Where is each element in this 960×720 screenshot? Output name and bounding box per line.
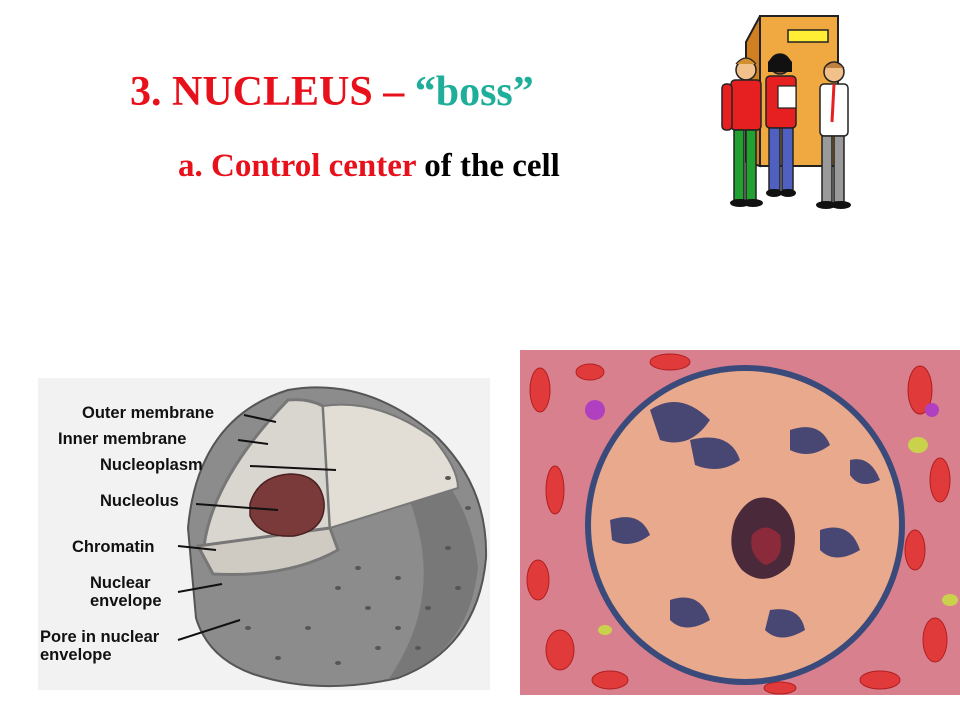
label-nucleoplasm: Nucleoplasm <box>100 456 203 474</box>
nucleus-cutaway-drawing <box>177 386 488 688</box>
point-a: a. Control center of the cell <box>178 148 560 185</box>
point-a-emphasis: Control center <box>211 148 416 184</box>
label-nuclear-envelope-line1: Nuclear <box>90 574 151 592</box>
office-staff-clipart <box>721 15 851 209</box>
point-a-marker: a. <box>178 148 203 184</box>
label-inner-membrane: Inner membrane <box>58 430 187 448</box>
slide-title: 3. NUCLEUS – “boss” <box>130 68 534 116</box>
label-nucleolus: Nucleolus <box>100 492 179 510</box>
nucleus-micrograph <box>520 350 960 695</box>
label-nuclear-envelope: Nuclear envelope <box>90 574 162 610</box>
label-pore-line1: Pore in nuclear <box>40 628 160 646</box>
point-a-rest: of the cell <box>424 148 560 184</box>
title-term: NUCLEUS <box>172 69 373 115</box>
label-outer-membrane: Outer membrane <box>82 404 215 422</box>
label-pore-line2: envelope <box>40 646 112 664</box>
title-nickname: “boss” <box>414 69 534 115</box>
nucleus-cutaway-diagram: Outer membrane Inner membrane Nucleoplas… <box>38 378 490 690</box>
title-number: 3. <box>130 69 162 115</box>
label-nuclear-envelope-line2: envelope <box>90 592 162 610</box>
label-pore-in-nuclear-envelope: Pore in nuclear envelope <box>40 628 159 664</box>
title-dash: – <box>383 69 405 115</box>
label-chromatin: Chromatin <box>72 538 155 556</box>
